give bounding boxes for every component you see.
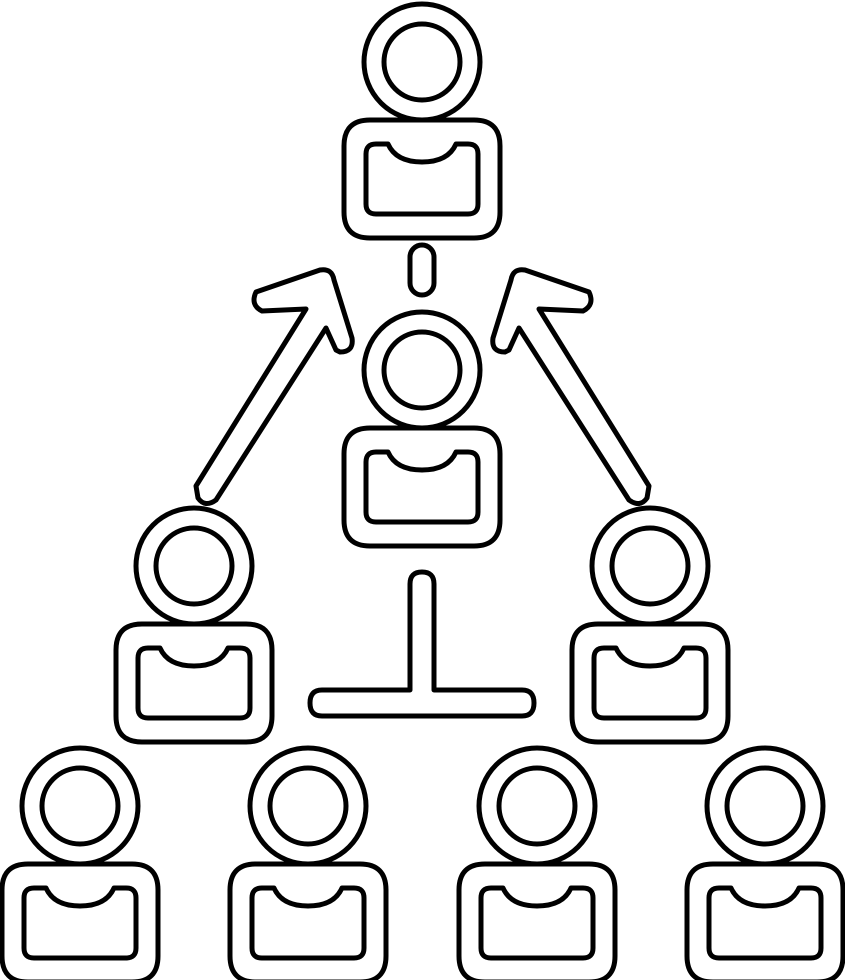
head-outer xyxy=(19,745,141,867)
connector-top xyxy=(407,242,437,298)
head-inner xyxy=(381,329,463,411)
body-outer xyxy=(456,861,618,980)
head-outer xyxy=(704,745,826,867)
arrow-up-left-icon xyxy=(490,267,652,506)
head-inner xyxy=(153,525,235,607)
connector-t xyxy=(307,569,537,719)
head-inner xyxy=(39,765,121,847)
person-icon-member-1 xyxy=(0,745,161,980)
body-inner xyxy=(363,449,481,525)
head-inner xyxy=(381,21,463,103)
body-outer xyxy=(684,861,845,980)
body-inner xyxy=(706,885,824,961)
body-outer xyxy=(0,861,161,980)
head-inner xyxy=(724,765,806,847)
head-outer xyxy=(476,745,598,867)
person-icon-top-leader xyxy=(341,1,503,241)
person-icon-member-3 xyxy=(456,745,618,980)
head-outer xyxy=(589,505,711,627)
head-inner xyxy=(496,765,578,847)
body-inner xyxy=(478,885,596,961)
body-outer xyxy=(341,425,503,549)
body-inner xyxy=(591,645,709,721)
head-outer xyxy=(133,505,255,627)
body-outer xyxy=(113,621,275,745)
body-inner xyxy=(135,645,253,721)
body-outer xyxy=(341,117,503,241)
person-icon-member-2 xyxy=(227,745,389,980)
body-outer xyxy=(227,861,389,980)
head-outer xyxy=(247,745,369,867)
head-inner xyxy=(609,525,691,607)
person-icon-manager xyxy=(341,309,503,549)
head-outer xyxy=(361,1,483,123)
head-inner xyxy=(267,765,349,847)
person-icon-team-lead-right xyxy=(569,505,731,745)
body-inner xyxy=(363,141,481,217)
head-outer xyxy=(361,309,483,431)
body-inner xyxy=(249,885,367,961)
body-outer xyxy=(569,621,731,745)
person-icon-team-lead-left xyxy=(113,505,275,745)
body-inner xyxy=(21,885,139,961)
arrow-up-right-icon xyxy=(193,267,355,506)
person-icon-member-4 xyxy=(684,745,845,980)
